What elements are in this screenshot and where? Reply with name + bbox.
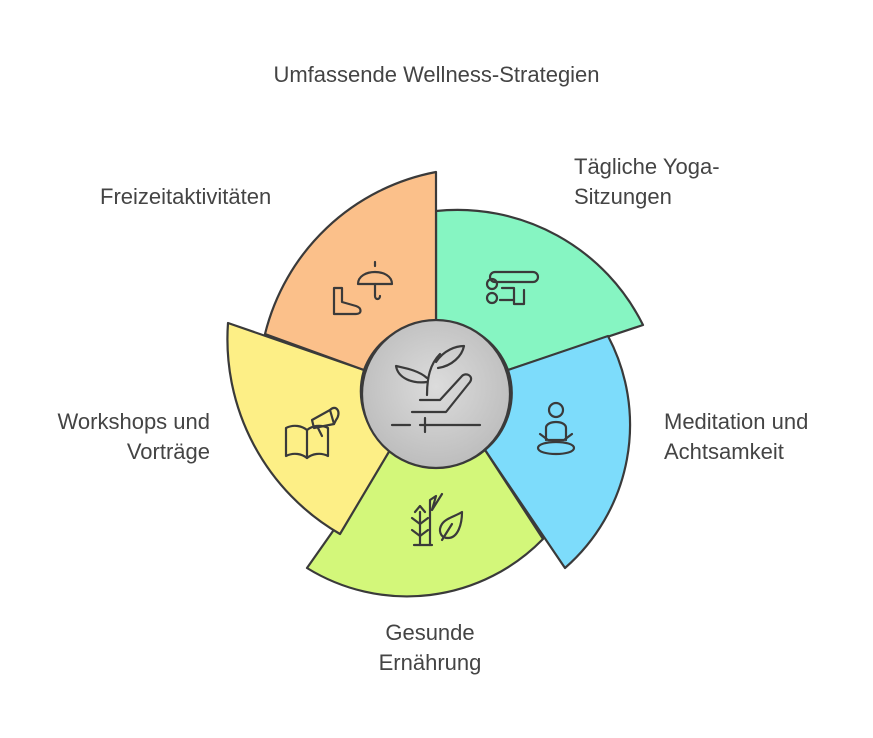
label-meditation-line-2: Achtsamkeit bbox=[664, 439, 784, 464]
book-megaphone-icon bbox=[284, 406, 340, 460]
diagram-title: Umfassende Wellness-Strategien bbox=[273, 62, 600, 87]
umbrella-boot-icon bbox=[332, 260, 394, 316]
label-workshops-line-1: Workshops und bbox=[57, 409, 210, 434]
label-leisure-line-1: Freizeitaktivitäten bbox=[100, 184, 272, 209]
label-yoga-line-2: Sitzungen bbox=[574, 184, 672, 209]
plant-hand-icon bbox=[390, 344, 482, 434]
label-yoga-line-1: Tägliche Yoga- bbox=[574, 154, 720, 179]
meditation-person-icon bbox=[536, 401, 576, 456]
center-hub bbox=[360, 318, 512, 470]
plants-leaf-icon bbox=[410, 492, 464, 547]
yoga-pose-icon bbox=[485, 270, 540, 306]
label-workshops: Workshops und Vorträge bbox=[20, 407, 210, 467]
label-workshops-line-2: Vorträge bbox=[126, 439, 210, 464]
label-nutrition: Gesunde Ernährung bbox=[330, 618, 530, 678]
label-nutrition-line-2: Ernährung bbox=[378, 650, 482, 675]
label-meditation-line-1: Meditation und bbox=[664, 409, 809, 434]
label-leisure: Freizeitaktivitäten bbox=[100, 182, 271, 212]
label-meditation: Meditation und Achtsamkeit bbox=[664, 407, 808, 467]
label-nutrition-line-1: Gesunde bbox=[385, 620, 475, 645]
label-yoga: Tägliche Yoga- Sitzungen bbox=[574, 152, 720, 212]
segment-meditation bbox=[483, 334, 632, 570]
